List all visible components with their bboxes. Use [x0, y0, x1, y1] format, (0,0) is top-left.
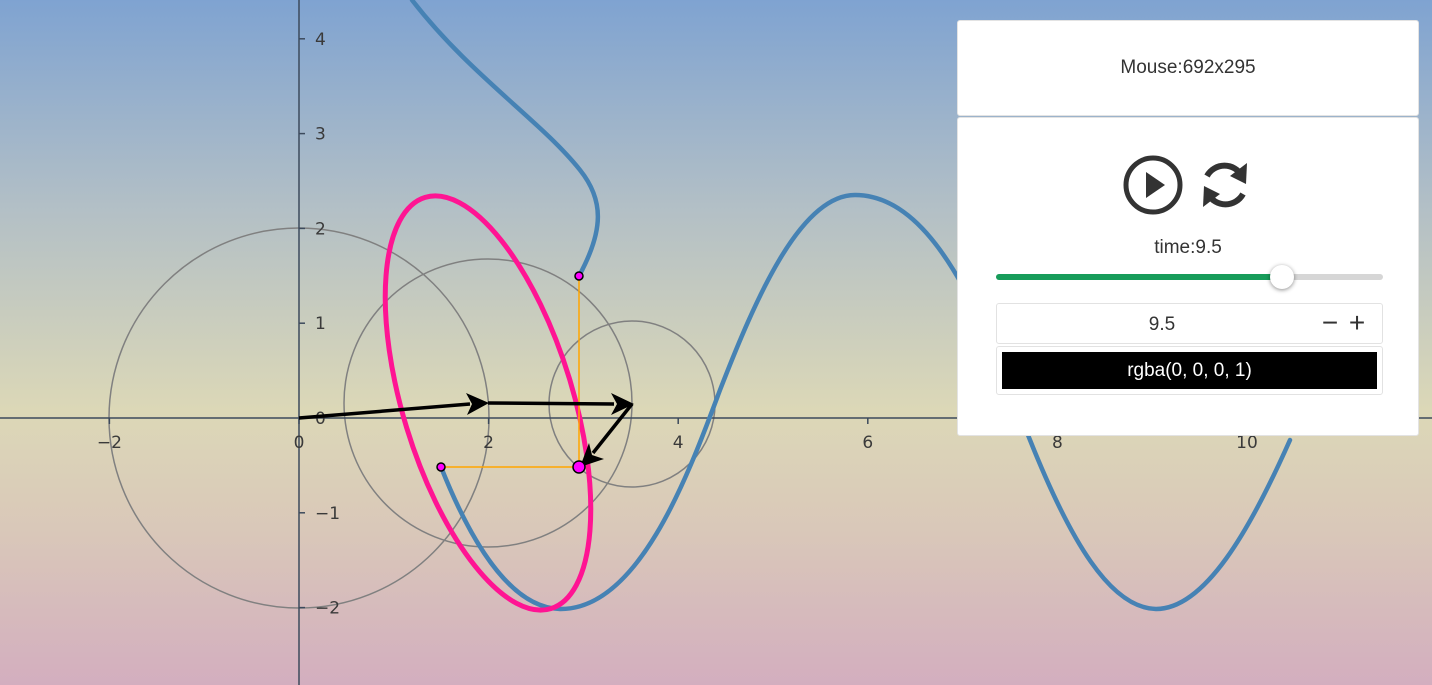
y-axis-tick-label: 2: [315, 219, 326, 239]
phasor-arrow-1: [298, 402, 471, 420]
y-axis-tick-label: −2: [315, 599, 340, 619]
time-number-value[interactable]: 9.5: [1148, 314, 1176, 335]
color-swatch[interactable]: rgba(0, 0, 0, 1): [1002, 352, 1377, 389]
color-picker[interactable]: rgba(0, 0, 0, 1): [996, 346, 1383, 395]
y-axis-tick-label: −1: [315, 504, 340, 524]
rotate-arrows-icon: [1203, 162, 1247, 208]
slider-thumb[interactable]: [1270, 265, 1295, 289]
x-axis-tick-label: 10: [1236, 433, 1258, 453]
mouse-position-panel: Mouse:692x295: [957, 20, 1419, 116]
phasor-arrows: [298, 393, 634, 467]
play-button[interactable]: [1122, 154, 1184, 216]
y-axis-tick-label: 3: [315, 125, 326, 145]
x-axis-tick-label: 2: [483, 433, 494, 453]
phasor-arrow-2-head: [611, 393, 634, 415]
x-axis-tick-label: −2: [97, 433, 122, 453]
x-axis-tick-label: 6: [862, 433, 873, 453]
time-label: time:9.5: [1154, 237, 1222, 258]
animation-control-panel: time:9.5 9.5 − + rgba(0, 0, 0, 1): [957, 117, 1419, 436]
increment-button[interactable]: +: [1348, 307, 1366, 338]
y-axis-tick-label: 1: [315, 314, 326, 334]
x-axis-tick-label: 8: [1052, 433, 1063, 453]
phasor-arrow-3-head: [580, 443, 604, 467]
phasor-arrow-3: [591, 402, 634, 455]
lower-curve-end-point: [436, 462, 446, 472]
time-number-input[interactable]: 9.5 − +: [996, 303, 1383, 344]
play-circle-icon: [1123, 155, 1183, 215]
replay-button[interactable]: [1194, 154, 1256, 216]
x-axis-tick-label: 0: [294, 433, 305, 453]
mouse-position-text: Mouse:692x295: [1120, 57, 1256, 78]
epicycle-circle-medium: [343, 258, 633, 548]
phasor-tip-point: [572, 460, 586, 474]
time-slider[interactable]: [996, 265, 1383, 289]
phasor-arrow-2: [487, 401, 615, 406]
marker-points: [436, 271, 586, 474]
wave-end-point: [574, 271, 584, 281]
traced-lower-curve: [438, 192, 1293, 612]
y-axis-tick-label: 4: [315, 30, 326, 50]
y-axis-tick-label: 0: [315, 409, 326, 429]
color-value-text: rgba(0, 0, 0, 1): [1127, 359, 1252, 381]
x-axis-tick-label: 4: [673, 433, 684, 453]
phasor-arrow-1-head: [466, 393, 489, 415]
projection-guides: [441, 276, 580, 468]
decrement-button[interactable]: −: [1321, 307, 1339, 338]
traced-wave-curve: [409, 0, 601, 279]
epicycle-ellipse: [382, 193, 594, 613]
slider-fill: [996, 274, 1283, 280]
